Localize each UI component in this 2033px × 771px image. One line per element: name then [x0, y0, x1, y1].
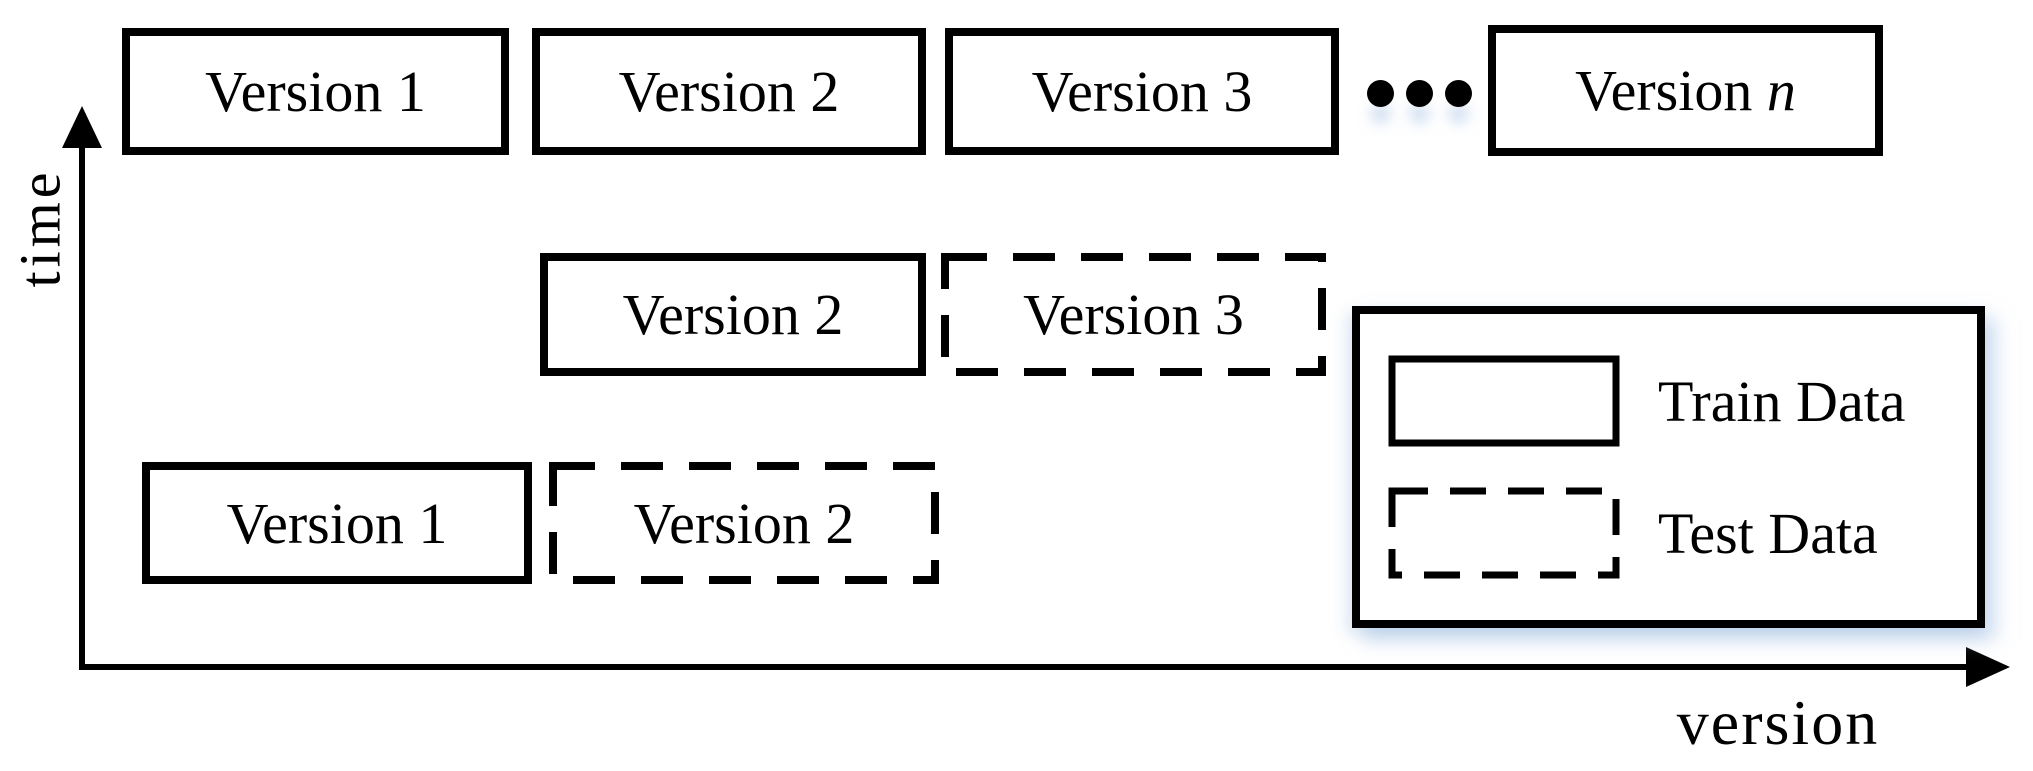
- version-box-label: Version 3: [1031, 59, 1253, 124]
- dot-icon: [1406, 80, 1433, 107]
- legend-label: Test Data: [1658, 500, 1878, 566]
- version-box-top-3: Version 3: [945, 28, 1339, 155]
- version-box-top-n: Version n: [1488, 25, 1883, 156]
- dot-icon: [1445, 80, 1472, 107]
- version-box-label: Version 2: [618, 59, 840, 124]
- legend-swatch-test: [1388, 487, 1620, 579]
- version-box-bottom-2-test: Version 2: [549, 462, 939, 584]
- legend-item-train: Train Data: [1388, 355, 1977, 447]
- x-axis-line: [79, 664, 1971, 670]
- version-box-label: Version 2: [633, 490, 855, 556]
- version-box-middle-2-train: Version 2: [540, 253, 926, 376]
- legend-swatch-train: [1388, 355, 1620, 447]
- y-axis-arrowhead-icon: [62, 106, 102, 148]
- version-box-label: Version 2: [622, 282, 844, 347]
- x-axis-arrowhead-icon: [1966, 647, 2010, 687]
- legend-label: Train Data: [1658, 368, 1906, 434]
- version-box-label: Version 3: [1023, 282, 1244, 347]
- dashed-border: [549, 462, 939, 584]
- legend-item-test: Test Data: [1388, 487, 1977, 579]
- version-box-label: Version 1: [226, 490, 448, 556]
- version-box-label: Version 1: [205, 59, 426, 124]
- legend: Train Data Test Data: [1352, 306, 1985, 628]
- version-box-top-1: Version 1: [122, 28, 509, 155]
- dashed-border: [941, 253, 1326, 376]
- x-axis-label: version: [1676, 687, 1880, 758]
- y-axis-label: time: [7, 168, 73, 288]
- version-box-label: Version n: [1575, 58, 1796, 123]
- version-box-middle-3-test: Version 3: [941, 253, 1326, 376]
- version-box-bottom-1-train: Version 1: [142, 462, 532, 584]
- version-box-top-2: Version 2: [532, 28, 926, 155]
- ellipsis-dots: [1367, 80, 1472, 107]
- y-axis-line: [79, 130, 85, 667]
- dot-icon: [1367, 80, 1394, 107]
